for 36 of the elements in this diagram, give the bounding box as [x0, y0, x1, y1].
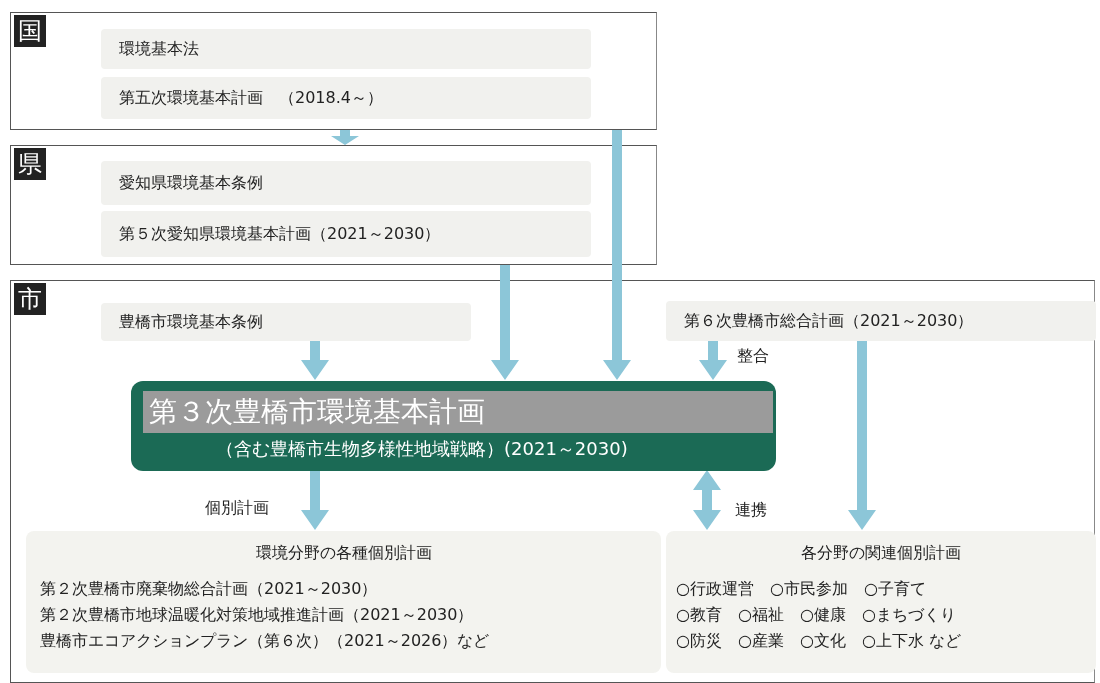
edge-label: 整合 — [735, 346, 771, 367]
plan-item: 豊橋市エコアクションプラン（第６次）（2021～2026）など — [40, 631, 490, 652]
plan-box: 愛知県環境基本条例 — [101, 161, 591, 205]
plan-item: 第２次豊橋市地球温暖化対策地域推進計画（2021～2030） — [40, 605, 474, 626]
plan-item: 第２次豊橋市廃棄物総合計画（2021～2030） — [40, 579, 378, 600]
arrow — [603, 130, 631, 380]
plan-box: 第５次愛知県環境基本計画（2021～2030） — [101, 211, 591, 257]
subtitle: （含む豊橋市生物多様性地域戦略）(2021～2030) — [216, 437, 628, 461]
plan-box: 第６次豊橋市総合計画（2021～2030） — [666, 301, 1096, 341]
arrow — [331, 130, 359, 145]
list-heading: 環境分野の各種個別計画 — [254, 543, 433, 564]
edge-label: 個別計画 — [203, 498, 271, 519]
edge-label: 連携 — [733, 500, 769, 521]
plan-box: 豊橋市環境基本条例 — [101, 303, 471, 341]
list-heading: 各分野の関連個別計画 — [800, 543, 962, 564]
category-row: ○防災 ○産業 ○文化 ○上下水 など — [676, 631, 961, 652]
section-marker: 市 — [14, 283, 46, 315]
category-row: ○行政運営 ○市民参加 ○子育て — [676, 579, 926, 600]
plan-box: 第五次環境基本計画 （2018.4～） — [101, 77, 591, 119]
arrow — [699, 340, 727, 380]
arrow — [301, 470, 329, 530]
category-row: ○教育 ○福祉 ○健康 ○まちづくり — [676, 605, 956, 626]
section-panel — [10, 12, 657, 130]
arrow — [848, 340, 876, 530]
arrow — [693, 470, 721, 530]
arrow — [491, 265, 519, 380]
main-plan-box — [131, 381, 776, 471]
section-panel — [10, 145, 657, 265]
section-marker: 県 — [14, 148, 46, 180]
plan-box: 環境基本法 — [101, 29, 591, 69]
plan-list-box — [666, 531, 1096, 673]
title-bar: 第３次豊橋市環境基本計画 — [143, 391, 773, 433]
arrow — [301, 340, 329, 380]
section-marker: 国 — [14, 15, 46, 47]
plan-list-box — [26, 531, 661, 673]
section-panel — [10, 280, 1095, 683]
